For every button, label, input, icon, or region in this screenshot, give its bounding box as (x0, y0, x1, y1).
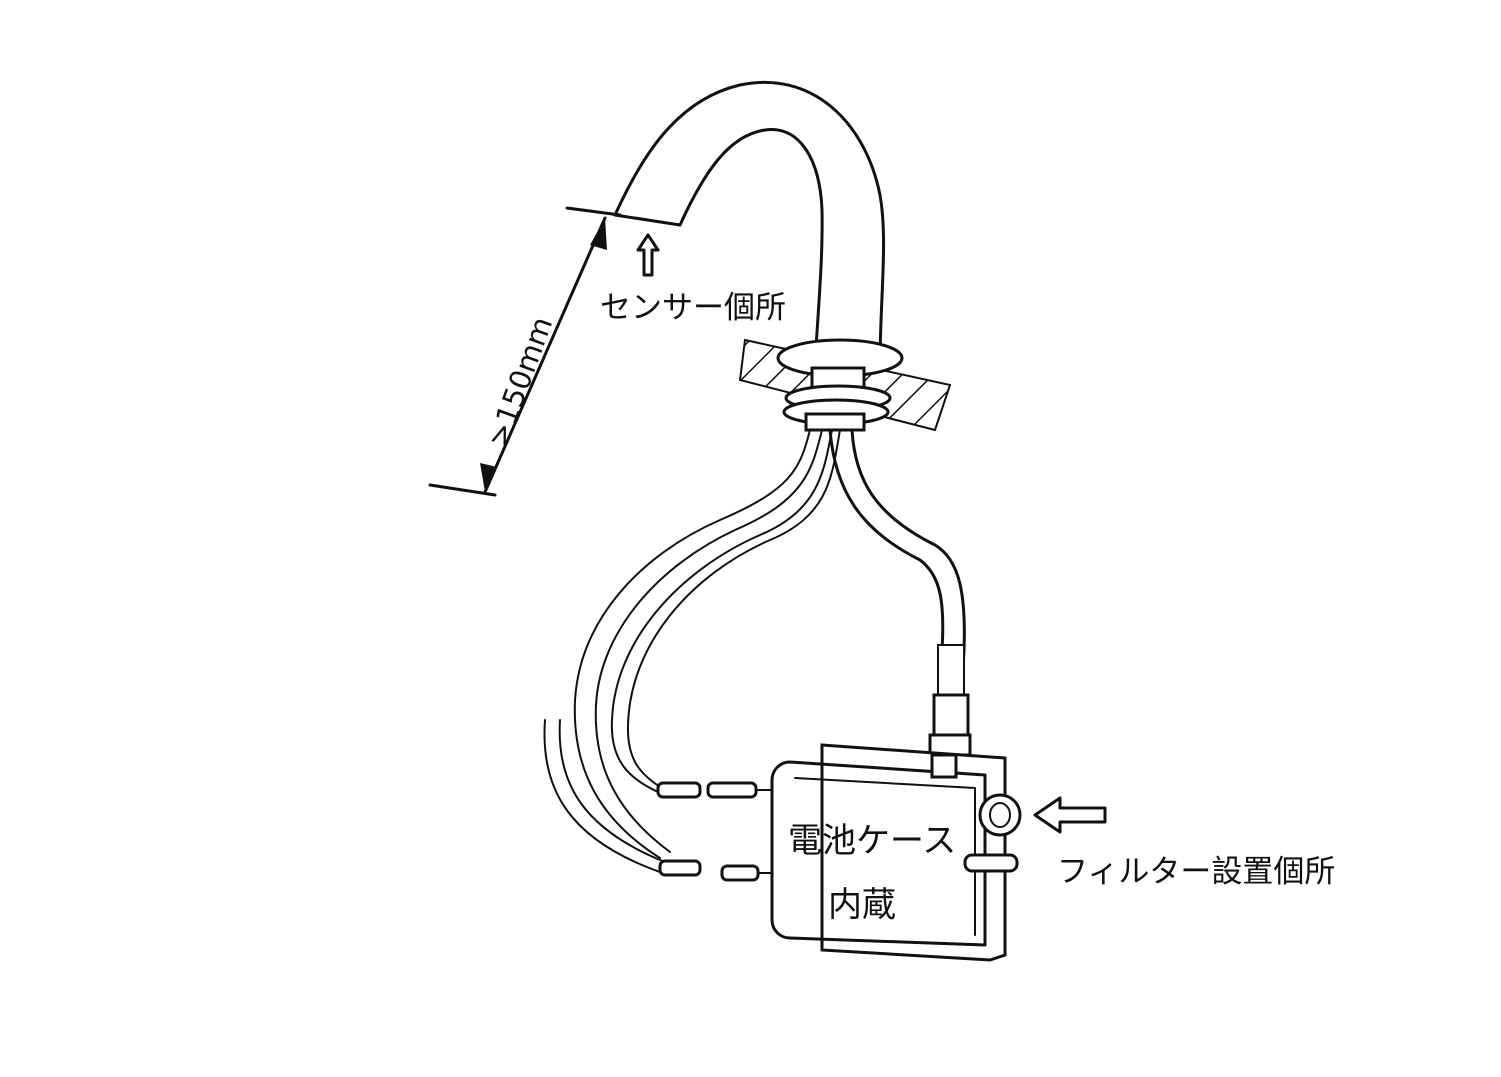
water-hose (828, 428, 972, 757)
filter-location-label: フィルター設置個所 (1057, 854, 1336, 890)
battery-case-label: 電池ケース (788, 821, 957, 861)
faucet-spout (613, 80, 886, 367)
control-box (770, 743, 1007, 962)
sensor-label: センサー個所 (600, 290, 786, 326)
filter-port (963, 793, 1022, 873)
cable-connectors (656, 781, 773, 882)
mounting-flange (776, 338, 904, 432)
battery-built-in-label: 内蔵 (828, 885, 896, 925)
dimension-line (428, 206, 622, 497)
sensor-arrow-icon (636, 233, 660, 277)
filter-arrow-icon (1033, 796, 1107, 834)
sensor-cables (543, 429, 841, 873)
